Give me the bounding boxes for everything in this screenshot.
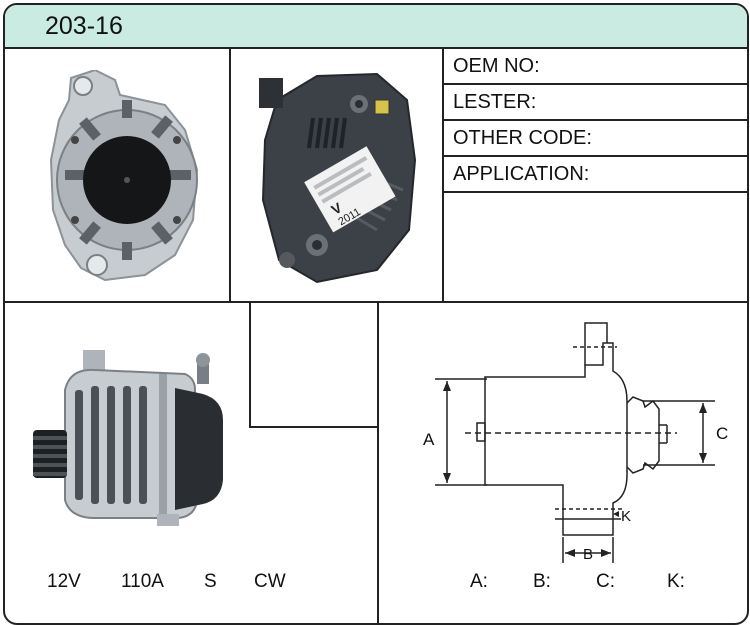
voltage-value: 12V — [47, 571, 81, 592]
dim-label-a: A — [423, 430, 435, 449]
dimension-diagram: A C K B — [423, 322, 728, 563]
alternator-body-outline — [484, 342, 628, 536]
divider-top-1 — [229, 47, 231, 303]
alternator-side-photo — [33, 350, 223, 526]
divider-field-2 — [442, 119, 747, 121]
application-label: APPLICATION: — [453, 163, 590, 185]
dimension-b-label: B: — [533, 571, 551, 592]
top-mount-lug — [584, 322, 608, 365]
divider-middle — [5, 301, 747, 303]
dimension-a-label: A: — [470, 571, 488, 592]
type-value: S — [204, 571, 217, 592]
dim-label-c: C — [716, 424, 728, 443]
header-bar: 203-16 — [5, 5, 747, 49]
divider-top-2 — [442, 47, 444, 303]
alternator-front-photo — [49, 70, 199, 282]
lester-label: LESTER: — [453, 91, 537, 113]
amperage-value: 110A — [121, 571, 164, 592]
other-code-label: OTHER CODE: — [453, 127, 592, 149]
divider-field-4 — [442, 191, 747, 193]
dimension-c-label: C: — [596, 571, 615, 592]
alternator-rear-photo: V 2011 — [259, 72, 417, 284]
oem-no-label: OEM NO: — [453, 55, 540, 77]
model-number: 203-16 — [45, 12, 123, 40]
divider-field-1 — [442, 83, 747, 85]
rotation-value: CW — [254, 571, 286, 592]
dimension-k-label: K: — [667, 571, 685, 592]
dim-label-b: B — [583, 546, 593, 563]
pulley-outline — [626, 396, 660, 474]
divider-field-3 — [442, 155, 747, 157]
divider-bottom-2 — [249, 426, 379, 428]
divider-bottom-3 — [377, 301, 379, 623]
spec-sheet: 203-16 OEM NO: LESTER: OTHER CODE: APPLI… — [3, 3, 749, 625]
dim-label-k: K — [621, 508, 631, 525]
divider-bottom-1 — [249, 301, 251, 428]
